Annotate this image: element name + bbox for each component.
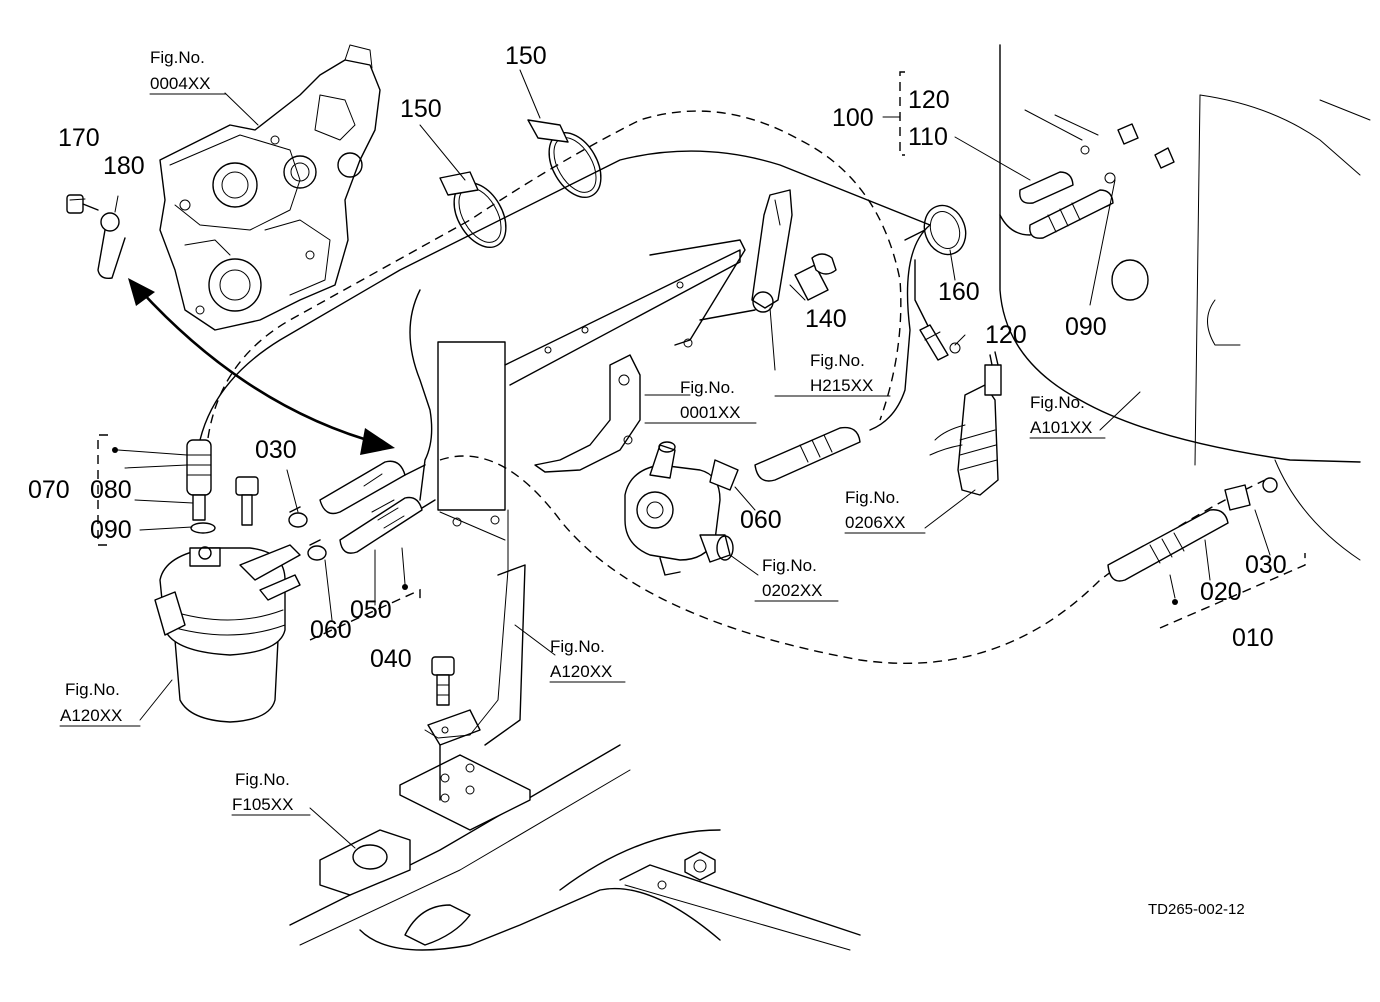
drawing-code: TD265-002-12 [1148,901,1245,918]
assembly-arrow [128,278,395,455]
fig-ref-0004XX: Fig.No. 0004XX [149,48,227,95]
part-170: 170 [58,124,100,152]
fig-ref-A120XX-mid: Fig.No. A120XX [549,637,626,683]
injection-lever [699,189,793,321]
fig-ref-label: Fig.No. [1030,393,1085,412]
fig-ref-F105XX: Fig.No. F105XX [231,770,311,816]
engine-block-illustration [159,44,381,331]
filter-bolt [235,476,259,526]
fig-ref-label: Fig.No. [550,637,605,656]
part-110: 110 [908,123,948,151]
hose-group-top-right [919,123,1175,361]
fitting-080 [186,439,216,534]
mounting-bracket [534,354,641,473]
fig-ref-number: 0004XX [150,74,211,93]
fig-ref-number: 0202XX [762,581,823,600]
part-010: 010 [1232,624,1274,652]
hose-clips [288,506,327,561]
fig-ref-A101XX: Fig.No. A101XX [1029,393,1106,439]
bracket-stand [424,239,746,801]
part-050: 050 [350,596,392,624]
injection-nozzle [929,351,1002,496]
hose-clamps [439,119,967,256]
part-030-left: 030 [255,436,297,464]
leader-lines [69,69,1306,849]
part-160: 160 [938,278,980,306]
part-030-right: 030 [1245,551,1287,579]
fuel-tank-outline [999,44,1371,561]
fig-ref-number: F105XX [232,795,293,814]
fig-ref-0001XX: Fig.No. 0001XX [644,378,757,424]
fig-ref-number: A120XX [60,706,122,725]
fig-ref-label: Fig.No. [235,770,290,789]
fig-ref-number: A101XX [1030,418,1092,437]
fuel-filter [154,544,301,723]
part-040: 040 [370,645,412,673]
fig-ref-A120XX-left: Fig.No. A120XX [59,680,141,727]
fig-ref-0206XX: Fig.No. 0206XX [844,488,926,534]
part-number-labels: 020 010 030 030 040 050 060 060 070 080 … [28,42,1287,673]
fig-ref-label: Fig.No. [150,48,205,67]
fig-ref-label: Fig.No. [810,351,865,370]
fig-ref-label: Fig.No. [845,488,900,507]
fuel-pump [624,441,734,576]
fig-ref-number: 0206XX [845,513,906,532]
part-140: 140 [805,305,847,333]
hose-group-left [319,460,436,554]
part-080: 080 [90,476,132,504]
fig-ref-H215XX: Fig.No. H215XX [774,351,891,397]
part-020: 020 [1200,578,1242,606]
part-090-right: 090 [1065,313,1107,341]
part-060-center: 060 [740,506,782,534]
fig-ref-number: A120XX [550,662,612,681]
part-100: 100 [832,104,874,132]
fig-ref-number: H215XX [810,376,873,395]
part-120-top: 120 [908,86,950,114]
hose-group-center [709,426,861,491]
part-070: 070 [28,476,70,504]
part-090-left: 090 [90,516,132,544]
hose-group-right [1107,477,1278,582]
part-180: 180 [103,152,145,180]
fig-ref-number: 0001XX [680,403,741,422]
fig-ref-label: Fig.No. [762,556,817,575]
fig-ref-label: Fig.No. [65,680,120,699]
part-060-left: 060 [310,616,352,644]
part-150-right: 150 [505,42,547,70]
fig-ref-label: Fig.No. [680,378,735,397]
part-150-left: 150 [400,95,442,123]
bolt-140 [794,253,837,301]
fig-ref-0202XX: Fig.No. 0202XX [754,556,839,602]
part-120-middle: 120 [985,321,1027,349]
frame-chassis [289,744,861,951]
